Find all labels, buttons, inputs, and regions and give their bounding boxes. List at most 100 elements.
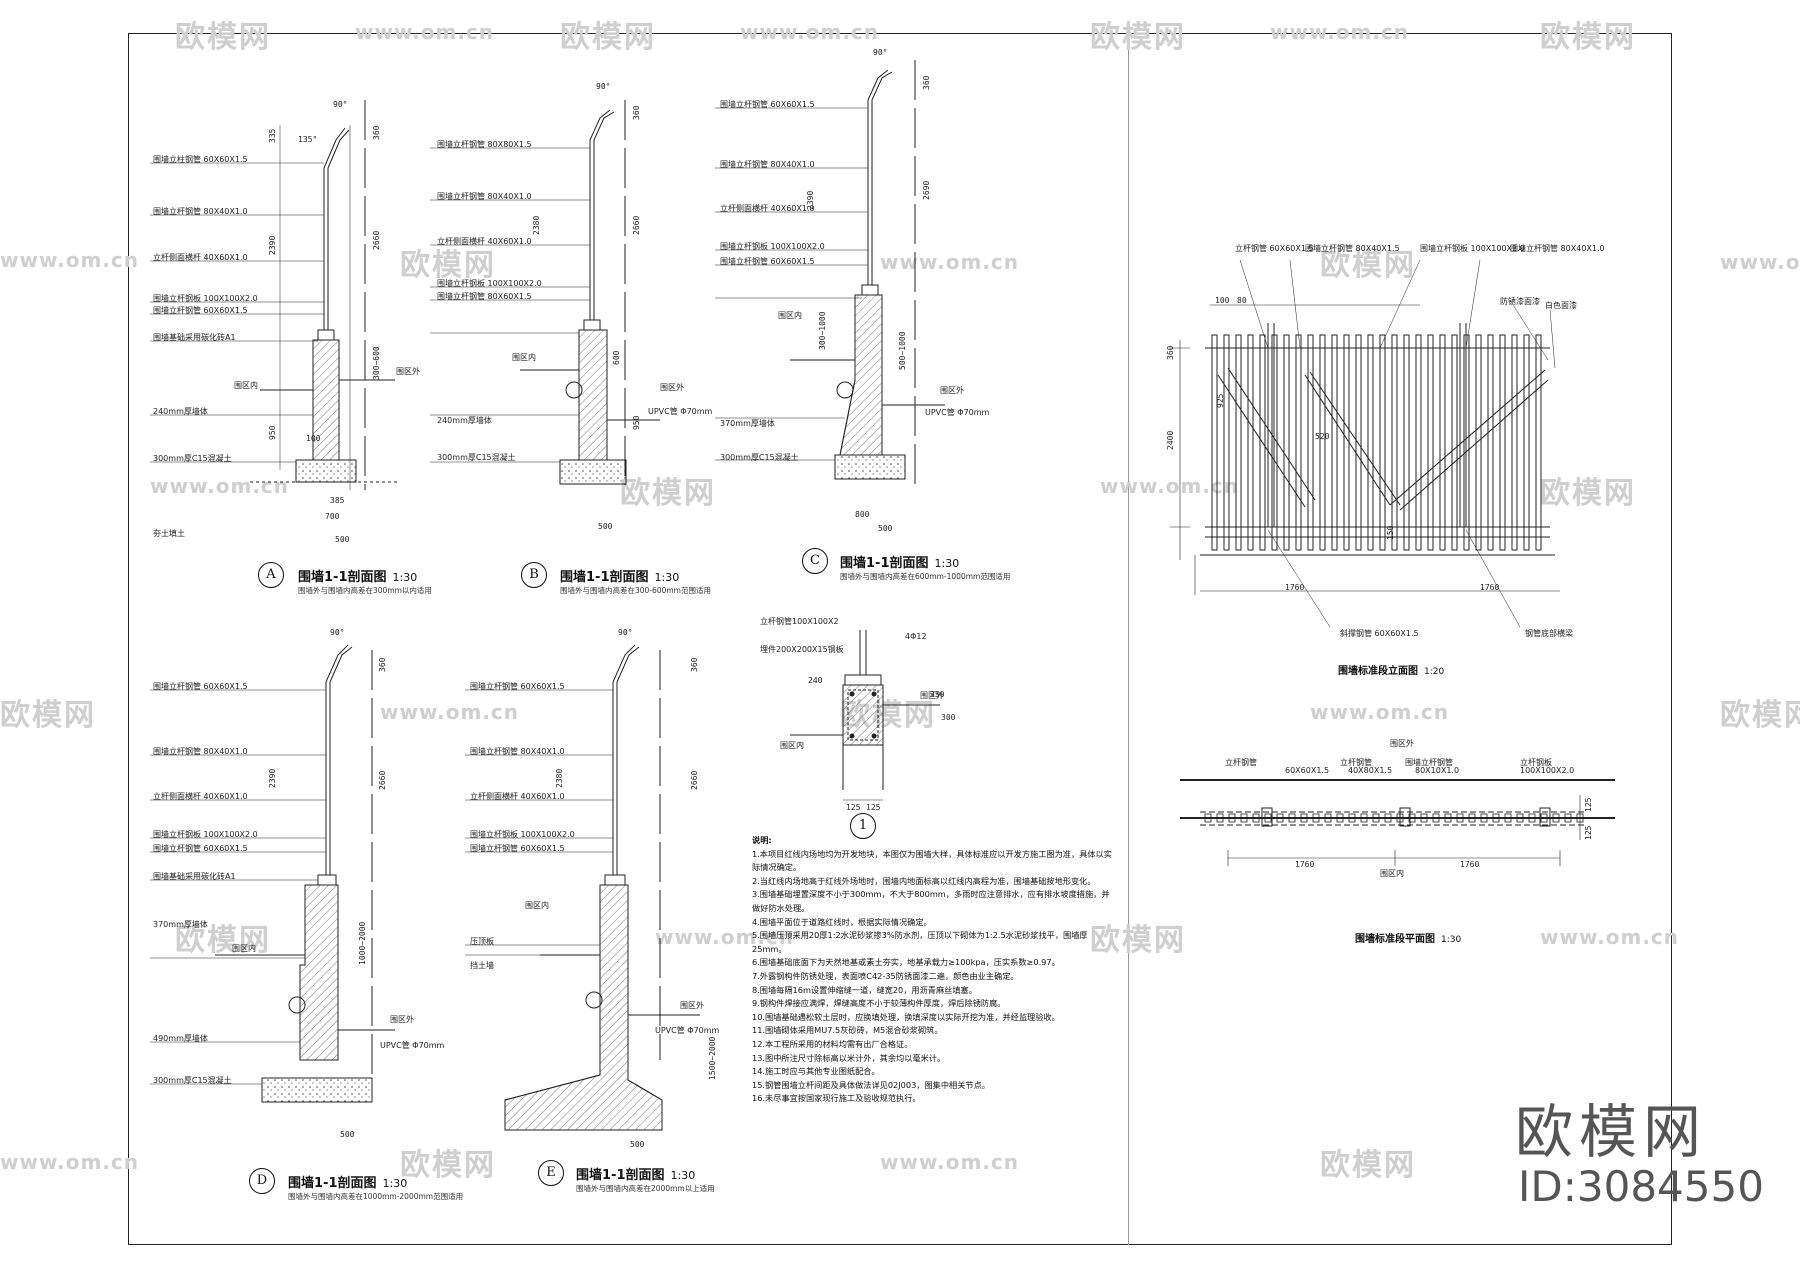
section-b-subtitle: 围墙外与围墙内高差在300-600mm范围适用 xyxy=(560,586,711,595)
detail-1-label: 立杆钢管100X100X2 xyxy=(760,617,839,626)
plan-picket xyxy=(1456,813,1464,823)
section-c-label: 围墙立杆钢管 60X60X1.5 xyxy=(720,100,815,109)
section-a-label: 围墙立杆钢板 100X100X2.0 xyxy=(153,294,258,303)
fence-picket xyxy=(1223,334,1230,551)
elevation-label: 斜撑钢管 60X60X1.5 xyxy=(1340,629,1419,638)
fence-picket xyxy=(1259,334,1266,551)
section-e-dim: 500 xyxy=(630,1140,645,1149)
elevation-dim: 360 xyxy=(1166,345,1175,360)
section-b-marker: B xyxy=(521,562,547,588)
section-b-dim: 90° xyxy=(596,82,611,91)
section-d-drawing xyxy=(150,644,395,1103)
section-b-dim: 500 xyxy=(598,522,613,531)
fence-picket xyxy=(1331,334,1338,551)
fence-picket xyxy=(1535,334,1542,551)
plan-picket xyxy=(1204,813,1212,823)
plan-label: 立杆钢板 xyxy=(1520,758,1552,767)
fence-picket xyxy=(1235,334,1242,551)
plan-picket xyxy=(1384,813,1392,823)
plan-picket xyxy=(1240,813,1248,823)
section-d-label: 围墙立杆钢板 100X100X2.0 xyxy=(153,830,258,839)
section-c-label: 围墙立杆钢管 60X60X1.5 xyxy=(720,257,815,266)
fence-picket xyxy=(1355,334,1362,551)
fence-picket xyxy=(1451,334,1458,551)
note-item: 2.当红线内场地高于红线外场地时，围墙内地面标高以红线内高程为准，围墙基础按地形… xyxy=(752,875,1096,886)
section-c-label: 300mm厚C15混凝土 xyxy=(720,453,799,462)
fence-picket xyxy=(1283,334,1290,551)
section-e-label: 挡土墙 xyxy=(470,961,494,970)
section-a-label: 围区内 xyxy=(234,381,258,390)
fence-picket xyxy=(1247,334,1254,551)
plan-label: 60X60X1.5 xyxy=(1285,766,1330,775)
plan-drawing xyxy=(1180,779,1615,866)
section-d-label: 围墙基础采用碳化砖A1 xyxy=(153,872,236,881)
section-a-dim: 950 xyxy=(268,425,277,440)
section-c-dim: 300~1000 xyxy=(818,311,827,350)
plan-picket xyxy=(1312,813,1320,823)
note-item: 16.未尽事宜按国家现行施工及验收规范执行。 xyxy=(752,1093,921,1104)
section-b-label: 300mm厚C15混凝土 xyxy=(437,453,516,462)
fence-picket xyxy=(1463,334,1470,551)
plan-label: 40X80X1.5 xyxy=(1348,766,1393,775)
section-b-label: 围墙立杆钢管 80X40X1.0 xyxy=(437,192,532,201)
plan-picket xyxy=(1360,813,1368,823)
section-b-dim: 950 xyxy=(632,415,641,430)
section-a-dim: 300~600 xyxy=(372,346,381,380)
section-c-dim: 800 xyxy=(855,510,870,519)
fence-picket xyxy=(1271,334,1278,551)
section-a-dim: 500 xyxy=(335,535,350,544)
plan-picket xyxy=(1420,813,1428,823)
fence-picket xyxy=(1307,334,1314,551)
detail-1-label: 围区内 xyxy=(780,741,804,750)
fence-picket xyxy=(1439,334,1446,551)
plan-label: 围区内 xyxy=(1380,869,1404,878)
section-b-label: 围墙立杆钢管 80X80X1.5 xyxy=(437,140,532,149)
plan-picket xyxy=(1576,813,1584,823)
note-item: 5.围墙压顶采用20厚1:2水泥砂浆掺3%防水剂，压顶以下砌体为1:2.5水泥砂… xyxy=(752,930,1088,954)
plan-picket xyxy=(1348,813,1356,823)
section-e-marker: E xyxy=(538,1160,564,1186)
plan-picket xyxy=(1528,813,1536,823)
section-d-marker: D xyxy=(249,1168,275,1194)
plan-dim: 125 xyxy=(1584,797,1593,812)
plan-dim: 1760 xyxy=(1460,860,1480,869)
section-e-label: UPVC管 Φ70mm xyxy=(655,1026,720,1035)
section-d-dim: 1000~2000 xyxy=(358,921,367,965)
elevation-dim: 80 xyxy=(1237,296,1247,305)
fence-picket xyxy=(1295,334,1302,551)
plan-label: 80X10X1.0 xyxy=(1415,766,1460,775)
elevation-dim: 925 xyxy=(1216,393,1225,408)
plan-picket xyxy=(1372,813,1380,823)
note-item: 9.钢构件焊接应满焊，焊缝高度不小于较薄构件厚度，焊后除锈防腐。 xyxy=(752,998,1006,1009)
plan-picket xyxy=(1492,813,1500,823)
fence-picket xyxy=(1427,334,1434,551)
plan-label: 围区外 xyxy=(1390,739,1414,748)
section-b-label: UPVC管 Φ70mm xyxy=(648,407,713,416)
elevation-label: 钢管底部横梁 xyxy=(1525,629,1573,638)
section-d-subtitle: 围墙外与围墙内高差在1000mm-2000mm范围适用 xyxy=(288,1192,464,1201)
section-a-dim: 385 xyxy=(330,496,345,505)
model-id: ID:3084550 xyxy=(1518,1162,1764,1211)
section-e-dim: 90° xyxy=(618,628,633,637)
section-c-dim: 2390 xyxy=(806,190,815,210)
section-e-label: 围区内 xyxy=(525,901,549,910)
section-a-dim: 100 xyxy=(306,434,321,443)
note-item: 13.图中所注尺寸除标高以米计外，其余均以毫米计。 xyxy=(752,1052,946,1063)
general-notes: 说明: 1.本项目红线内场地均为开发地块，本图仅为围墙大样，具体标准应以开发方施… xyxy=(752,834,1117,1106)
section-e-label: 立杆侧面横杆 40X60X1.0 xyxy=(470,792,565,801)
plan-picket xyxy=(1276,813,1284,823)
fence-picket xyxy=(1343,334,1350,551)
section-d-label: 490mm厚墙体 xyxy=(153,1034,208,1043)
section-b-label: 围区内 xyxy=(512,353,536,362)
fence-picket xyxy=(1415,334,1422,551)
plan-picket xyxy=(1540,813,1548,823)
section-a-label: 围墙立柱钢管 60X60X1.5 xyxy=(153,155,248,164)
section-b-label: 围墙立杆钢板 100X100X2.0 xyxy=(437,279,542,288)
section-c-drawing xyxy=(715,60,945,490)
detail-1-marker: 1 xyxy=(850,813,876,839)
section-e-label: 围墙立杆钢管 60X60X1.5 xyxy=(470,844,565,853)
